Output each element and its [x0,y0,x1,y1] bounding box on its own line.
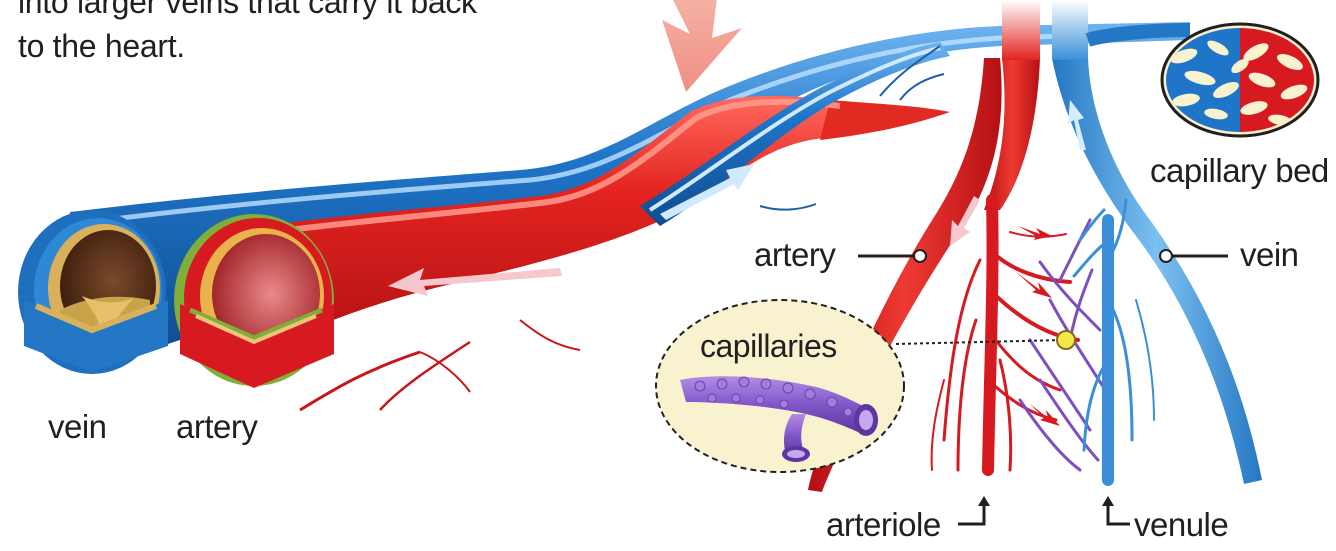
venule-leader [1102,496,1130,524]
artery-cross-section [174,214,334,388]
capillary-bed-label: capillary bed [1150,154,1329,187]
artery-left-label: artery [176,410,257,443]
vein-left-label: vein [48,410,107,443]
capillary-bed-inset [1160,24,1320,136]
artery-right-label: artery [754,238,835,271]
vein-right-label: vein [1240,238,1299,271]
inflow-arrow-icon [662,0,742,92]
arteriole-leader [958,496,990,524]
venule-label: venule [1134,508,1228,541]
vein-leader [1160,250,1228,262]
capillaries-label: capillaries [700,330,837,362]
artery-leader [858,250,926,262]
arteriole-label: arteriole [826,508,941,541]
